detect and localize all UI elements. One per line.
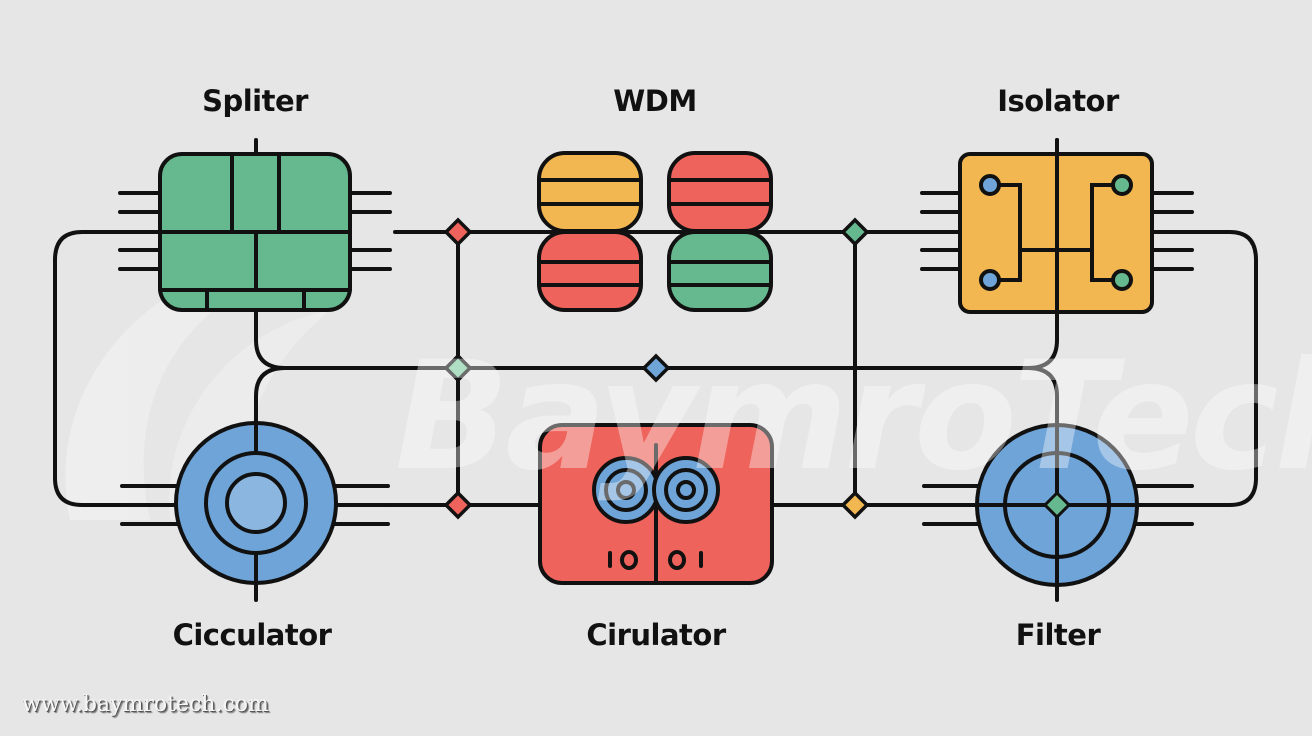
label-splitter: Spliter	[202, 84, 308, 118]
label-wdm: WDM	[613, 84, 697, 118]
label-filter: Filter	[1015, 618, 1101, 652]
junction-diamond-mid-center	[641, 353, 671, 383]
left-loop-line	[53, 230, 182, 507]
label-isolator: Isolator	[997, 84, 1119, 118]
junction-diamond-top-left	[443, 217, 473, 247]
splitter-right-pins	[348, 191, 392, 271]
right-loop-line	[1130, 230, 1258, 507]
isolator-left-pins	[920, 191, 962, 271]
splitter-component[interactable]	[118, 138, 392, 322]
isolator-port-out-bottom	[1111, 269, 1133, 291]
filter-rise-line	[1026, 366, 1059, 427]
circulator-center-component[interactable]	[538, 423, 774, 585]
circulator-left-component[interactable]	[120, 421, 392, 602]
isolator-drop-line	[1026, 308, 1059, 370]
junction-diamond-bottom-right	[840, 490, 870, 520]
filter-center-diamond	[1042, 490, 1072, 520]
isolator-port-out-top	[1111, 174, 1133, 196]
circulator-rise-line	[254, 366, 287, 427]
wdm-component[interactable]	[537, 151, 773, 312]
isolator-right-pins	[1150, 191, 1194, 271]
splitter-left-pins	[118, 191, 162, 271]
website-url[interactable]: www.baymrotech.com	[22, 692, 269, 717]
isolator-port-in-bottom	[979, 269, 1001, 291]
junction-diamond-mid-left	[443, 353, 473, 383]
label-circulator-left: Cicculator	[172, 618, 332, 652]
isolator-component[interactable]	[920, 138, 1194, 322]
binary-marks	[608, 550, 703, 570]
junction-diamond-top-right	[840, 217, 870, 247]
filter-component[interactable]	[922, 423, 1194, 602]
isolator-port-in-top	[979, 174, 1001, 196]
junction-diamond-bottom-left	[443, 490, 473, 520]
label-circulator-center: Cirulator	[586, 618, 726, 652]
